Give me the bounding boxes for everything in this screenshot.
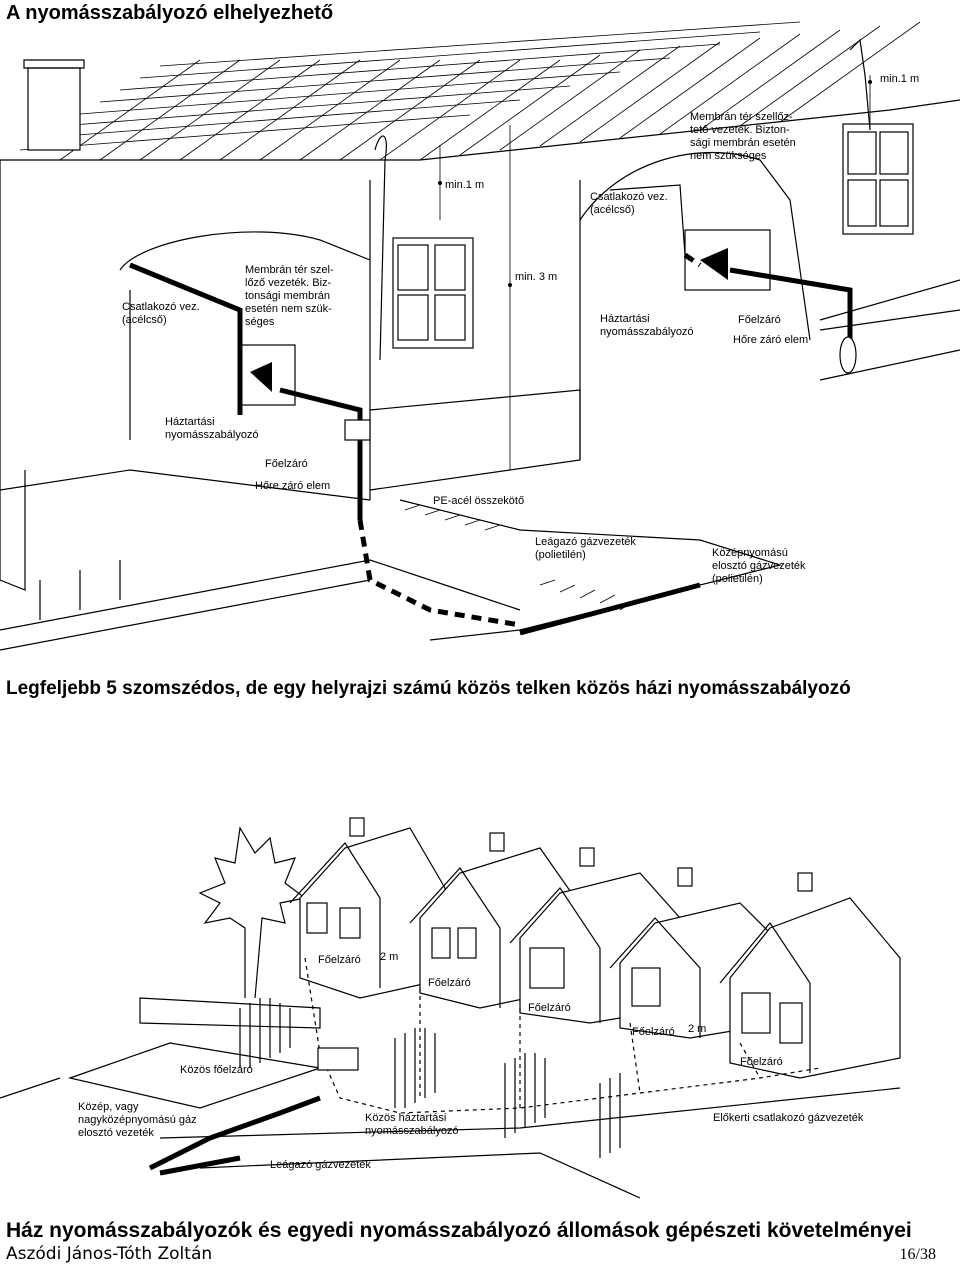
label-thermal-left: Hőre záró elem xyxy=(255,480,330,492)
label-min1m-right: min.1 m xyxy=(880,73,919,85)
house-5 xyxy=(719,872,901,1079)
regulator-location-diagram: min.1 m Membrán tér szellőz- tető vezeté… xyxy=(0,21,960,651)
page-number: 16/38 xyxy=(899,1246,936,1263)
label-main-valve-2: Főelzáró xyxy=(428,977,471,989)
right-regulator-assembly xyxy=(609,38,871,374)
house-1 xyxy=(289,817,451,999)
label-membrane-left-3: tonsági membrán xyxy=(245,290,330,302)
label-medium-3: (polietilén) xyxy=(712,573,763,585)
label-two-m-1: 2 m xyxy=(380,951,398,963)
label-branch-2: (polietilén) xyxy=(535,549,586,561)
label-branch-1: Leágazó gázvezeték xyxy=(535,536,636,548)
tree xyxy=(198,826,307,999)
label-membrane-right-1: Membrán tér szellőz- xyxy=(690,111,793,123)
trench xyxy=(399,499,783,641)
label-household-right-2: nyomásszabályozó xyxy=(600,326,694,338)
footer-title: Ház nyomásszabályozók és egyedi nyomássz… xyxy=(6,1219,912,1242)
label-branch: Leágazó gázvezeték xyxy=(270,1159,371,1171)
label-min1m-mid: min.1 m xyxy=(445,179,484,191)
window-right xyxy=(842,123,914,235)
label-medium-3: elosztó vezeték xyxy=(78,1127,154,1139)
section-subtitle: Legfeljebb 5 szomszédos, de egy helyrajz… xyxy=(6,678,851,699)
label-main-valve-3: Főelzáró xyxy=(528,1002,571,1014)
label-connector-right-1: Csatlakozó vez. xyxy=(590,191,668,203)
building-wall xyxy=(0,151,960,651)
label-main-valve-right: Főelzáró xyxy=(738,314,781,326)
label-membrane-right-2: tető vezeték. Bizton- xyxy=(690,124,790,136)
label-medium-1: Középnyomású xyxy=(712,547,788,559)
figure2-labels: Főelzáró 2 m Főelzáró Főelzáró Főelzáró … xyxy=(78,951,864,1171)
label-membrane-right-4: nem szükséges xyxy=(690,150,767,162)
chimney xyxy=(23,59,85,151)
label-common-regulator-1: Közös háztartási xyxy=(365,1112,446,1124)
label-pe-steel: PE-acél összekötő xyxy=(433,495,524,507)
label-main-valve-left: Főelzáró xyxy=(265,458,308,470)
author: Aszódi János-Tóth Zoltán xyxy=(6,1244,213,1264)
label-main-valve-1: Főelzáró xyxy=(318,954,361,966)
label-membrane-right-3: sági membrán esetén xyxy=(690,137,796,149)
dimension-lines xyxy=(438,75,872,470)
label-common-regulator-2: nyomásszabályozó xyxy=(365,1125,459,1137)
label-membrane-left-1: Membrán tér szel- xyxy=(245,264,334,276)
left-regulator-assembly xyxy=(129,135,521,628)
label-connector-left-2: (acélcső) xyxy=(122,314,167,326)
figure1-labels: min.1 m Membrán tér szellőz- tető vezeté… xyxy=(122,73,919,585)
label-medium-1: Közép, vagy xyxy=(78,1101,139,1113)
label-connector-left-1: Csatlakozó vez. xyxy=(122,301,200,313)
gas-pipes xyxy=(148,957,821,1176)
label-common-main-valve: Közös főelzáró xyxy=(180,1064,253,1076)
label-membrane-left-2: lőző vezeték. Biz- xyxy=(245,277,332,289)
label-front-garden: Előkerti csatlakozó gázvezeték xyxy=(713,1112,864,1124)
roof xyxy=(0,21,960,161)
label-medium-2: nagyközépnyomású gáz xyxy=(78,1114,197,1126)
label-household-left-1: Háztartási xyxy=(165,416,215,428)
label-membrane-left-4: esetén nem szük- xyxy=(245,303,332,315)
label-main-valve-4: Főelzáró xyxy=(632,1026,675,1038)
label-household-left-2: nyomásszabályozó xyxy=(165,429,259,441)
label-medium-2: elosztó gázvezeték xyxy=(712,560,806,572)
label-main-valve-5: Főelzáró xyxy=(740,1056,783,1068)
label-membrane-left-5: séges xyxy=(245,316,275,328)
fences xyxy=(239,998,621,1158)
label-household-right-1: Háztartási xyxy=(600,313,650,325)
common-regulator-diagram: Főelzáró 2 m Főelzáró Főelzáró Főelzáró … xyxy=(0,817,901,1199)
window-middle xyxy=(392,237,474,349)
label-thermal-right: Hőre záró elem xyxy=(733,334,808,346)
label-two-m-2: 2 m xyxy=(688,1023,706,1035)
label-min3m: min. 3 m xyxy=(515,271,557,283)
page-title: A nyomásszabályozó elhelyezhető xyxy=(6,2,334,24)
label-connector-right-2: (acélcső) xyxy=(590,204,635,216)
